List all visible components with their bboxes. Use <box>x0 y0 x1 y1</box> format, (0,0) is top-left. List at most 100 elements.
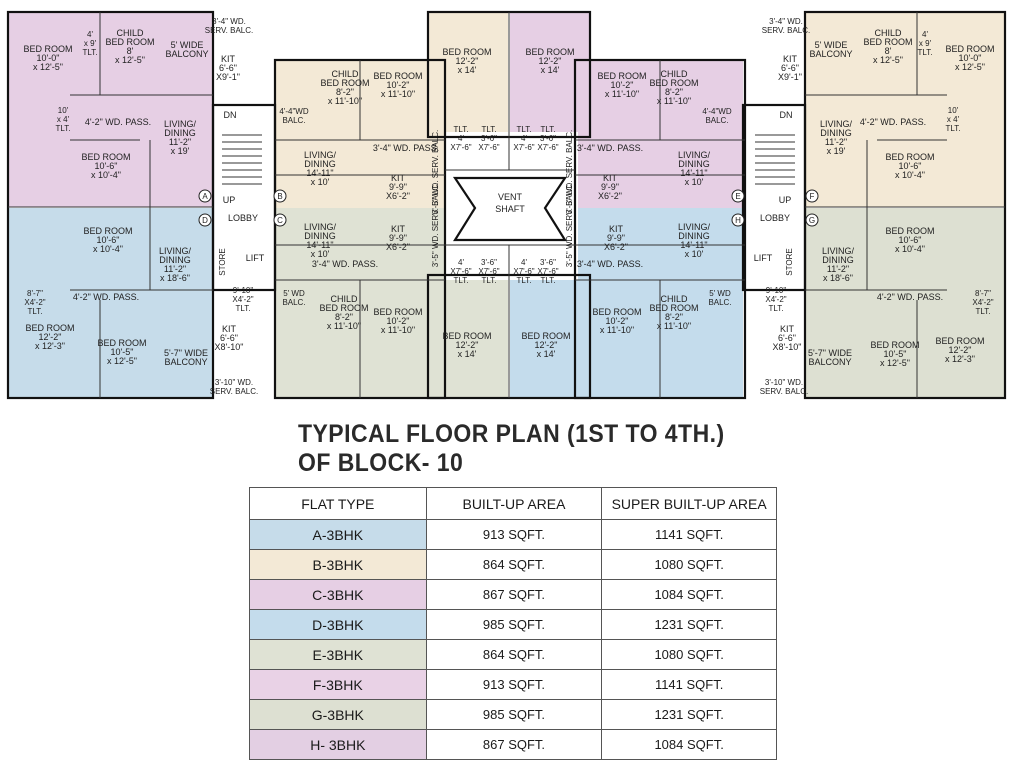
mr-bed-b-label-line: 10'-2" <box>606 316 629 326</box>
tl-serv-label-line: SERV. BALC. <box>205 26 253 35</box>
br-tlt1-label: 8'-7"X4'-2"TLT. <box>972 289 993 316</box>
plan-walls <box>6 10 1007 400</box>
tr-pass-label: 4'-2" WD. PASS. <box>860 117 926 127</box>
flat-type-cell: A-3BHK <box>249 519 427 550</box>
bl-tlt1-label-line: 8'-7" <box>27 289 43 298</box>
lift-left-label-line: LIFT <box>246 253 265 263</box>
ml-bed-b-label-line: BED ROOM <box>373 307 422 317</box>
ml-bed-label-line: x 11'-10" <box>381 89 415 99</box>
tr-tlt2-label-line: 10' <box>948 106 959 115</box>
ml-serv-label: 3'-5" WD. SERV. BALC. <box>431 130 440 214</box>
tl-serv-label-line: 3'-4" WD. <box>212 17 246 26</box>
mr-kit-b-label-line: X6'-2" <box>604 242 628 252</box>
flat-marker-label: B <box>277 192 282 201</box>
ml-tlt-c-label-line: TLT. <box>454 276 469 285</box>
mr-living-label-line: DINING <box>678 159 710 169</box>
up-right-label: UP <box>779 195 792 205</box>
mr-tlt-c-label-line: 4' <box>521 258 527 267</box>
tl-bed-label-line: BED ROOM <box>23 44 72 54</box>
built-up-area-cell: 985 SQFT. <box>425 609 603 640</box>
dn-right-label-line: DN <box>780 110 793 120</box>
tr-bed2-label-line: BED ROOM <box>885 152 934 162</box>
flat-marker-label-line: H <box>735 216 741 225</box>
br-living-label-line: DINING <box>822 255 854 265</box>
ml-bedbot-label-line: x 14' <box>458 349 477 359</box>
flat-marker-label: F <box>810 192 815 201</box>
tr-child-label-line: BED ROOM <box>863 37 912 47</box>
ml-serv-b-label: 3'-5" WD. SERV. BALC. <box>431 183 440 267</box>
bl-bed3-label-line: BED ROOM <box>97 338 146 348</box>
flat-marker-label: H <box>735 216 741 225</box>
ml-living-label-line: DINING <box>304 159 336 169</box>
mr-kit-b-label-line: KIT <box>609 224 624 234</box>
br-tlt2-label-line: TLT. <box>769 304 784 313</box>
tl-living-label-line: x 19' <box>171 146 190 156</box>
bl-tlt1-label-line: TLT. <box>28 307 43 316</box>
tl-tlt1-label: 4'x 9'TLT. <box>83 30 98 57</box>
ml-balc-b-label-line: BALC. <box>282 298 305 307</box>
tl-kit-label-line: 6'-6" <box>219 63 237 73</box>
mr-living-b-label-line: LIVING/ <box>678 222 711 232</box>
flat-zone-mid-right-top-bed <box>510 12 590 132</box>
bl-living-label-line: DINING <box>159 255 191 265</box>
bl-pass-label: 4'-2" WD. PASS. <box>73 292 139 302</box>
ml-tlt-a-label-line: X7'-6" <box>450 143 471 152</box>
ml-child-b-label-line: BED ROOM <box>319 303 368 313</box>
mr-tlt-b-label-line: X7'-6" <box>537 143 558 152</box>
mr-tlt-d-label-line: TLT. <box>541 276 556 285</box>
tr-living-label-line: 11'-2" <box>825 137 847 147</box>
ml-child-label-line: 8'-2" <box>336 87 354 97</box>
plan-title: TYPICAL FLOOR PLAN (1ST TO 4TH.) OF BLOC… <box>298 420 762 478</box>
dn-right-label: DN <box>780 110 793 120</box>
tl-balcony-label-line: BALCONY <box>165 49 208 59</box>
tl-child-label-line: BED ROOM <box>105 37 154 47</box>
flat-marker-circle <box>805 213 819 227</box>
up-left-label-line: UP <box>223 195 236 205</box>
mr-tlt-d-label-line: 3'-6" <box>540 258 556 267</box>
mr-child-label-line: x 11'-10" <box>657 96 691 106</box>
up-right-label-line: UP <box>779 195 792 205</box>
bl-kit-label-line: KIT <box>222 324 237 334</box>
tl-tlt1-label-line: x 9' <box>84 39 97 48</box>
ml-bed-label-line: 10'-2" <box>387 80 410 90</box>
built-up-area-cell: 864 SQFT. <box>425 639 603 670</box>
ml-living-b-label-line: 14'-11" <box>306 240 333 250</box>
table-header-row: FLAT TYPE BUILT-UP AREA SUPER BUILT-UP A… <box>249 487 777 520</box>
mr-balc-b-label-line: BALC. <box>708 298 731 307</box>
tl-living-label-line: 11'-2" <box>169 137 191 147</box>
flat-zone-top-left <box>8 12 213 207</box>
ml-tlt-a-label: TLT.4'X7'-6" <box>450 125 471 152</box>
vent-shaft-outline <box>452 176 568 242</box>
mr-bed-b-label-line: BED ROOM <box>592 307 641 317</box>
super-built-up-area-cell: 1080 SQFT. <box>601 549 777 580</box>
ml-tlt-b-label-line: X7'-6" <box>478 143 499 152</box>
flat-type-cell: C-3BHK <box>249 579 427 610</box>
mr-kit-b-label-line: 9'-9" <box>607 233 625 243</box>
ml-child-label-line: CHILD <box>331 69 359 79</box>
tr-pass-label-line: 4'-2" WD. PASS. <box>860 117 926 127</box>
tr-tlt2-label-line: x 4' <box>947 115 960 124</box>
ml-bedbot-label-line: 12'-2" <box>456 340 479 350</box>
ml-child-label-line: BED ROOM <box>320 78 369 88</box>
tr-bed2-label-line: 10'-6" <box>899 161 922 171</box>
tr-kit-label-line: KIT <box>783 54 798 64</box>
br-kit-label-line: 6'-6" <box>778 333 796 343</box>
mr-tlt-a-label-line: 4' <box>521 134 527 143</box>
mr-living-label-line: x 10' <box>685 177 704 187</box>
flat-marker-circle <box>198 189 212 203</box>
vent-shaft-zone <box>445 170 575 245</box>
ml-kit-b-label-line: KIT <box>391 224 406 234</box>
header-built-up-area: BUILT-UP AREA <box>425 487 603 520</box>
